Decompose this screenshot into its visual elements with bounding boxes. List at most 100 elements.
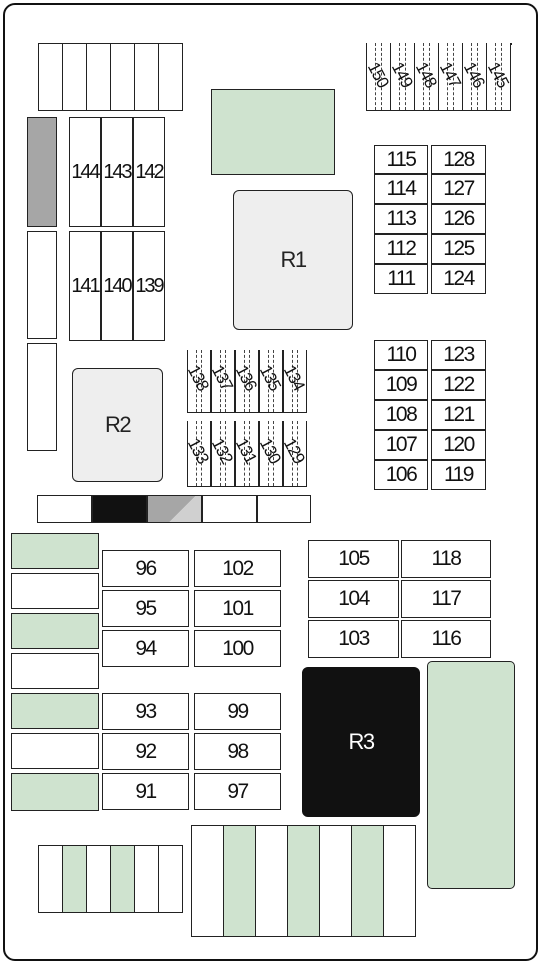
vertical-fuse: 143 (101, 117, 133, 227)
fuse: 98 (194, 733, 281, 770)
fuse: 112 (374, 234, 428, 264)
fuse-label: 113 (386, 207, 417, 230)
fuse: 110 (374, 340, 428, 370)
fuse-label: 133 (183, 435, 213, 467)
blank-fuse-slot (255, 825, 288, 937)
fuse-label: 131 (231, 435, 261, 467)
relay-label: R3 (348, 729, 375, 754)
mini-fuse: 129 (280, 421, 308, 487)
fuse-label: 146 (459, 59, 489, 91)
fuse-label: 95 (135, 596, 157, 620)
fuse-label: 111 (387, 267, 416, 290)
fuse-label: 136 (231, 362, 261, 394)
fuse: 105 (308, 540, 399, 578)
fuse-label: 135 (255, 362, 285, 394)
blank-fuse-slot (134, 43, 159, 111)
fuse: 91 (102, 773, 189, 810)
blank-fuse-slot (134, 845, 159, 913)
fuse-label: 107 (385, 433, 418, 456)
fuse-label: 96 (135, 556, 157, 580)
fuse-label: 148 (411, 59, 441, 91)
fuse: 93 (102, 693, 189, 730)
fuse-label: 115 (386, 147, 417, 171)
fuse-label: 122 (443, 373, 475, 396)
fuse-label: 102 (222, 556, 254, 580)
fuse: 122 (431, 370, 486, 400)
mini-fuse: 145 (483, 43, 513, 111)
vertical-fuse: 139 (133, 231, 165, 341)
relay-r2: R2 (72, 368, 163, 482)
fuse: 95 (102, 590, 189, 627)
fuse: 94 (102, 630, 189, 667)
green-slot (11, 533, 99, 569)
gray-slot (147, 495, 202, 523)
fuse-label: 104 (338, 587, 370, 610)
blank-fuse-slot (383, 825, 416, 937)
fuse: 101 (194, 590, 281, 627)
fuse: 119 (431, 460, 486, 490)
fuse: 102 (194, 550, 281, 587)
fuse: 114 (374, 174, 428, 204)
mini-fuse: 134 (280, 350, 308, 413)
mini-fuse: 131 (232, 421, 260, 487)
blank-fuse-slot (38, 43, 63, 111)
fuse-label: 137 (207, 362, 237, 394)
fuse: 104 (308, 580, 399, 618)
blank-fuse-slot (191, 825, 224, 937)
fuse-label: 108 (385, 403, 418, 426)
vertical-fuse: 140 (101, 231, 133, 341)
mini-fuse: 138 (184, 350, 212, 413)
blank-slot (11, 733, 99, 769)
fuse: 96 (102, 550, 189, 587)
blank-slot (257, 495, 311, 523)
fuse-label: 103 (338, 627, 370, 650)
blank-fuse-slot (110, 43, 135, 111)
fuse-label: 149 (387, 59, 417, 91)
fuse: 128 (431, 145, 486, 174)
blank-slot (11, 653, 99, 689)
fuse-label: 128 (443, 147, 475, 171)
mini-fuse: 136 (232, 350, 260, 413)
fuse-label: 150 (363, 59, 393, 91)
fuse: 127 (431, 174, 486, 204)
fuse-label: 121 (443, 403, 475, 426)
fuse-label: 93 (135, 699, 157, 723)
fuse: 111 (374, 264, 428, 294)
blank-fuse-slot (38, 845, 63, 913)
fuse: 109 (374, 370, 428, 400)
blank-fuse-slot (62, 43, 87, 111)
relay-label: R2 (104, 412, 132, 437)
fuse-label: 118 (431, 547, 462, 570)
fuse: 92 (102, 733, 189, 770)
relay-r1: R1 (233, 190, 353, 330)
blank-fuse-slot (158, 43, 183, 111)
fuse-label: 114 (386, 177, 417, 200)
fuse-label: 119 (444, 463, 474, 486)
green-fuse-slot (287, 825, 320, 937)
green-component-large (427, 661, 515, 889)
mini-fuse: 148 (411, 43, 441, 111)
mini-fuse: 149 (387, 43, 417, 111)
fuse-label: 145 (483, 59, 513, 91)
fuse-label: 117 (431, 587, 462, 610)
green-slot (11, 613, 99, 649)
green-fuse-slot (110, 845, 135, 913)
fuse-label: 132 (207, 435, 237, 467)
fuse: 99 (194, 693, 281, 730)
black-slot (92, 495, 147, 523)
mini-fuse: 146 (459, 43, 489, 111)
fuse: 116 (401, 620, 491, 658)
blank-fuse-slot (319, 825, 352, 937)
blank-slot (11, 573, 99, 609)
blank-fuse-slot (158, 845, 183, 913)
fuse: 125 (431, 234, 486, 264)
fuse: 121 (431, 400, 486, 430)
relay-label: R1 (280, 247, 307, 272)
fuse: 100 (194, 630, 281, 667)
vertical-fuse: 142 (133, 117, 165, 227)
fuse-label: 147 (435, 59, 465, 91)
mini-fuse: 150 (363, 43, 393, 111)
fuse-label: 125 (443, 237, 475, 260)
fuse-label: 138 (183, 362, 213, 394)
green-fuse-slot (223, 825, 256, 937)
